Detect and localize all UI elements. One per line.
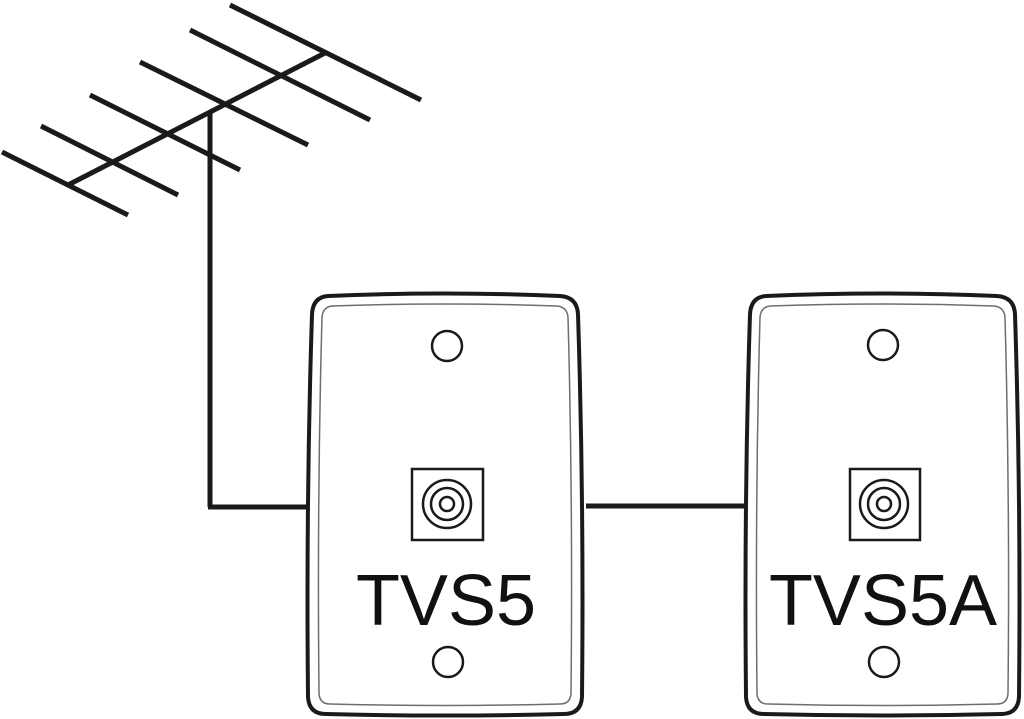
plate-outline (305, 291, 585, 718)
cables (208, 503, 746, 510)
antenna-element (0, 149, 130, 218)
yagi-antenna-icon (0, 2, 423, 507)
antenna-element (39, 123, 180, 198)
coax-socket-icon (848, 467, 922, 542)
plate-label: TVS5A (769, 561, 997, 641)
coax-socket-icon (410, 467, 485, 542)
plate-inner-outline (317, 303, 573, 707)
antenna-boom (66, 50, 327, 188)
wall-plate-tvs5a: TVS5A (743, 291, 1022, 718)
screw-hole-bottom (867, 645, 901, 679)
wall-plate-tvs5: TVS5 (305, 291, 585, 718)
screw-hole-top (430, 329, 464, 363)
plate-outline (743, 291, 1022, 718)
plate-inner-outline (755, 303, 1010, 707)
antenna-element (88, 92, 242, 173)
screw-hole-top (866, 328, 900, 362)
antenna-element (138, 59, 310, 148)
plate-label: TVS5 (356, 561, 536, 641)
antenna-element (228, 2, 423, 103)
antenna-element (188, 27, 372, 123)
screw-hole-bottom (431, 645, 465, 679)
